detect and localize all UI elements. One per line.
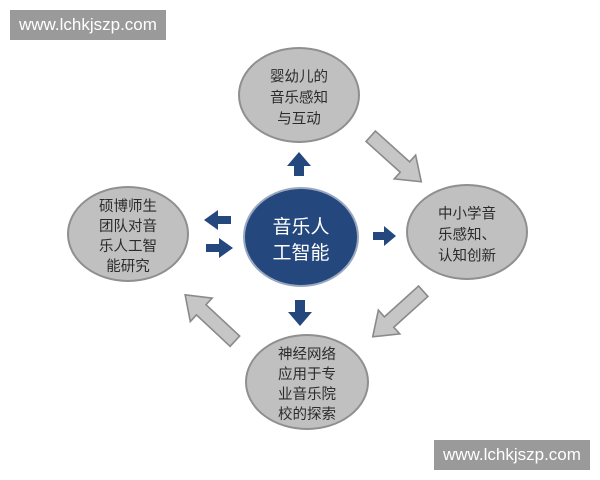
arrow-down-to-bottom-node [288, 300, 312, 326]
label-line: 应用于专 [278, 365, 336, 383]
watermark-top: www.lchkjszp.com [10, 10, 166, 40]
watermark-bottom: www.lchkjszp.com [434, 440, 590, 470]
cycle-arrow-right-to-bottom [371, 284, 430, 338]
node-bottom-label: 神经网络应用于专业音乐院校的探索 [278, 346, 336, 423]
label-line: 神经网络 [278, 346, 336, 363]
node-left-label: 硕博师生团队对音乐人工智能研究 [99, 198, 157, 275]
label-line: 认知创新 [438, 247, 496, 264]
label-line: 硕博师生 [99, 198, 157, 215]
node-top [238, 47, 360, 143]
label-line: 中小学音 [438, 205, 496, 222]
center-label: 音乐人工智能 [272, 216, 329, 264]
label-line: 团队对音 [99, 218, 157, 235]
center-node [243, 187, 359, 287]
node-right [406, 184, 528, 280]
node-top-label: 婴幼儿的音乐感知与互动 [270, 68, 328, 127]
arrow-right-from-left-node [206, 238, 233, 258]
node-bottom [245, 334, 369, 430]
label-line: 音乐感知 [270, 89, 328, 106]
label-line: 乐人工智 [99, 238, 157, 255]
arrow-left-to-left-node [204, 210, 231, 230]
arrow-right-to-right-node [373, 226, 396, 246]
cycle-arrow-top-to-right [364, 129, 423, 183]
label-line: 婴幼儿的 [270, 68, 328, 85]
label-line: 与互动 [277, 110, 321, 127]
label-line: 业音乐院 [278, 386, 336, 403]
cycle-arrow-bottom-to-left [184, 293, 241, 348]
label-line: 乐感知、 [438, 226, 496, 243]
node-right-label: 中小学音乐感知、认知创新 [438, 205, 496, 264]
label-line: 校的探索 [278, 406, 336, 423]
label-line: 音乐人 [272, 216, 329, 238]
label-line: 能研究 [106, 258, 150, 275]
label-line: 工智能 [272, 242, 329, 264]
node-left [67, 186, 189, 282]
arrow-up-to-top-node [287, 152, 311, 176]
